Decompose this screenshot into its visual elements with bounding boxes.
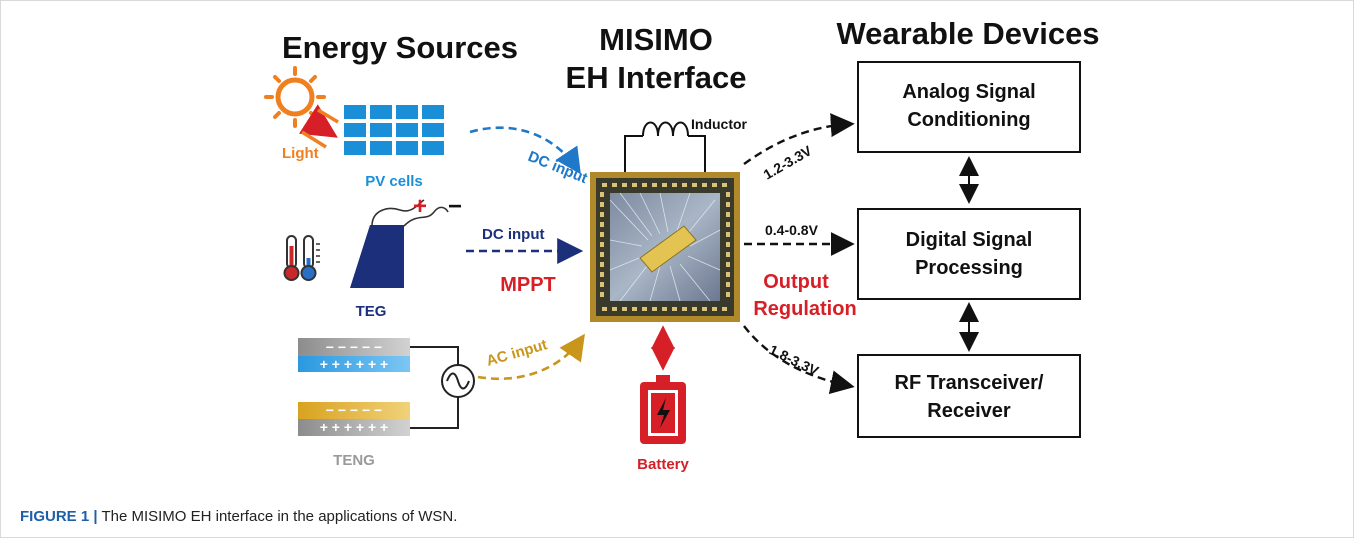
battery-label: Battery bbox=[637, 456, 689, 473]
regulation-label: Regulation bbox=[753, 298, 856, 320]
teg-label: TEG bbox=[356, 303, 387, 320]
analog-line1: Analog Signal bbox=[902, 81, 1035, 103]
inductor-label: Inductor bbox=[691, 116, 748, 132]
dc-input-pv-label: DC input bbox=[526, 148, 590, 187]
mppt-label: MPPT bbox=[500, 274, 556, 296]
heading-eh-interface: EH Interface bbox=[566, 60, 747, 95]
output-label: Output bbox=[763, 271, 829, 293]
voltage-3: 1.8-3.3V bbox=[767, 341, 822, 379]
teg-plus: + bbox=[413, 193, 427, 220]
light-rays bbox=[298, 104, 339, 149]
digital-line2: Processing bbox=[915, 257, 1023, 279]
figure-caption: FIGURE 1 | The MISIMO EH interface in th… bbox=[20, 508, 457, 525]
inductor-icon bbox=[624, 121, 706, 172]
digital-line1: Digital Signal bbox=[906, 229, 1033, 251]
analog-signal-box bbox=[857, 61, 1081, 153]
pv-cells-label: PV cells bbox=[365, 173, 423, 190]
pv-cells-icon bbox=[344, 105, 444, 155]
analog-line2: Conditioning bbox=[907, 109, 1030, 131]
sun-icon bbox=[264, 66, 326, 128]
light-label: Light bbox=[282, 145, 319, 162]
teng-pos-top: + + + + + + bbox=[320, 356, 389, 372]
output-arrow-3 bbox=[743, 325, 855, 394]
teng-neg-bottom: − − − − − bbox=[326, 402, 382, 418]
teg-icon bbox=[350, 199, 449, 288]
rf-transceiver-box bbox=[857, 354, 1081, 438]
teg-minus: − bbox=[448, 193, 462, 220]
teng-icon bbox=[298, 338, 475, 436]
heading-misimo: MISIMO bbox=[599, 22, 713, 57]
teng-label: TENG bbox=[333, 452, 375, 469]
rf-line2: Receiver bbox=[927, 400, 1011, 422]
digital-signal-box bbox=[857, 208, 1081, 300]
voltage-2: 0.4-0.8V bbox=[765, 222, 819, 238]
output-arrow-1 bbox=[743, 113, 855, 165]
ac-input-label: AC input bbox=[484, 336, 549, 370]
thermometer-icon bbox=[283, 235, 320, 281]
dc-input-pv-arrow bbox=[469, 126, 581, 175]
rf-line1: RF Transceiver/ bbox=[895, 372, 1044, 394]
diagram: Energy Sources MISIMO EH Interface Weara… bbox=[264, 16, 1100, 473]
heading-energy-sources: Energy Sources bbox=[282, 30, 518, 65]
ac-input-arrow bbox=[477, 333, 585, 381]
figure-caption-text: The MISIMO EH interface in the applicati… bbox=[97, 508, 458, 525]
chip-image bbox=[590, 172, 740, 322]
dc-input-teg-label: DC input bbox=[482, 226, 544, 243]
figure-label: FIGURE 1 | bbox=[20, 508, 98, 525]
teng-neg-top: − − − − − bbox=[326, 339, 382, 355]
heading-wearable-devices: Wearable Devices bbox=[836, 16, 1099, 51]
battery-icon bbox=[640, 375, 686, 444]
teng-pos-bottom: + + + + + + bbox=[320, 419, 389, 435]
